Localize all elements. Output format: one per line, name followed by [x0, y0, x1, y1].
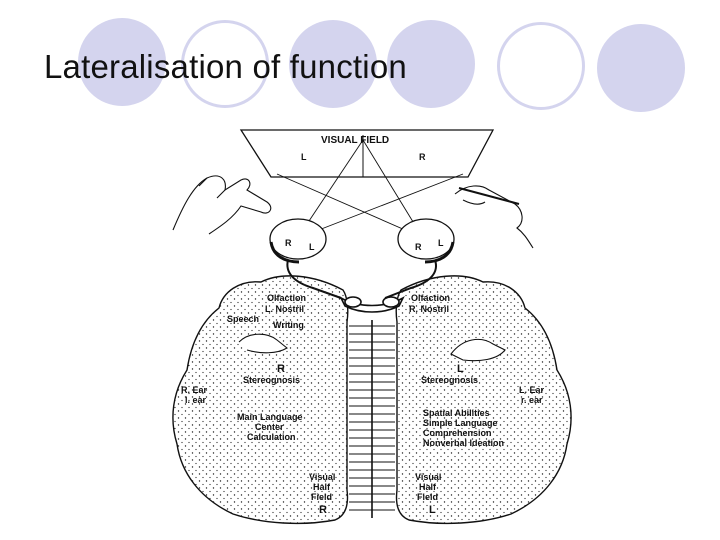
right-stereognosis-label: Stereognosis	[421, 375, 478, 385]
visual-field-screen	[239, 129, 495, 178]
left-visual-half-field-1: Visual	[309, 472, 335, 482]
right-hemisphere	[395, 275, 572, 525]
left-visual-half-field-2: Half	[313, 482, 331, 492]
right-hand-writing-drawing	[454, 185, 534, 249]
right-visual-half-field-1: Visual	[415, 472, 441, 482]
decorative-circle-4	[597, 24, 685, 112]
right-nostril-label: R. Nostril	[409, 304, 449, 314]
left-nostril-label: L. Nostril	[265, 304, 304, 314]
right-side-label: L	[457, 363, 464, 375]
optic-chiasm	[339, 296, 405, 313]
left-olfaction-label: Olfaction	[267, 293, 306, 303]
slide-title: Lateralisation of function	[44, 48, 407, 85]
right-ear-main-label: L. Ear	[519, 385, 545, 395]
right-function-2: Simple Language	[423, 418, 498, 428]
right-function-1: Spatial Abilities	[423, 408, 490, 418]
right-function-3: Comprehension	[423, 428, 492, 438]
palpating-hand-icon	[450, 338, 506, 362]
visual-field-title: VISUAL FIELD	[321, 135, 389, 146]
right-function-4: Nonverbal Ideation	[423, 438, 504, 448]
left-hand-drawing	[172, 175, 272, 235]
right-olfaction-label: Olfaction	[411, 293, 450, 303]
brain-lateralisation-diagram: VISUAL FIELD L R R L R L	[172, 129, 572, 525]
right-visual-half-field-4: L	[429, 504, 436, 516]
left-eye-r-label: R	[285, 238, 292, 248]
right-eye-r-label: R	[415, 242, 422, 252]
right-eye-l-label: L	[438, 238, 444, 248]
right-ear-minor-label: r. ear	[521, 395, 543, 405]
visual-field-right-label: R	[419, 152, 426, 162]
writing-hand-icon	[238, 333, 288, 354]
writing-label: Writing	[273, 320, 304, 330]
corpus-callosum	[349, 318, 395, 518]
left-hemisphere-labels: Olfaction L. Nostril Speech Writing R St…	[181, 293, 335, 516]
left-stereognosis-label: Stereognosis	[243, 375, 300, 385]
left-eyeball	[269, 218, 327, 264]
left-ear-minor-label: l. ear	[185, 395, 207, 405]
right-visual-half-field-3: Field	[417, 492, 438, 502]
left-ear-main-label: R. Ear	[181, 385, 208, 395]
right-hemisphere-labels: Olfaction R. Nostril L Stereognosis L. E…	[409, 293, 545, 516]
left-function-3: Calculation	[247, 432, 296, 442]
decorative-ring-1	[181, 20, 269, 108]
left-function-2: Center	[255, 422, 284, 432]
decorative-circle-3	[387, 20, 475, 108]
speech-label: Speech	[227, 314, 259, 324]
left-hemisphere	[172, 275, 349, 525]
decorative-circle-1	[78, 18, 166, 106]
left-visual-half-field-3: Field	[311, 492, 332, 502]
decorative-circle-2	[289, 20, 377, 108]
right-eyeball	[397, 218, 455, 264]
visual-field-left-label: L	[301, 152, 307, 162]
left-eye-l-label: L	[309, 242, 315, 252]
left-function-1: Main Language	[237, 412, 303, 422]
left-side-label: R	[277, 363, 285, 375]
right-visual-half-field-2: Half	[419, 482, 437, 492]
left-visual-half-field-4: R	[319, 504, 327, 516]
decorative-ring-2	[497, 22, 585, 110]
